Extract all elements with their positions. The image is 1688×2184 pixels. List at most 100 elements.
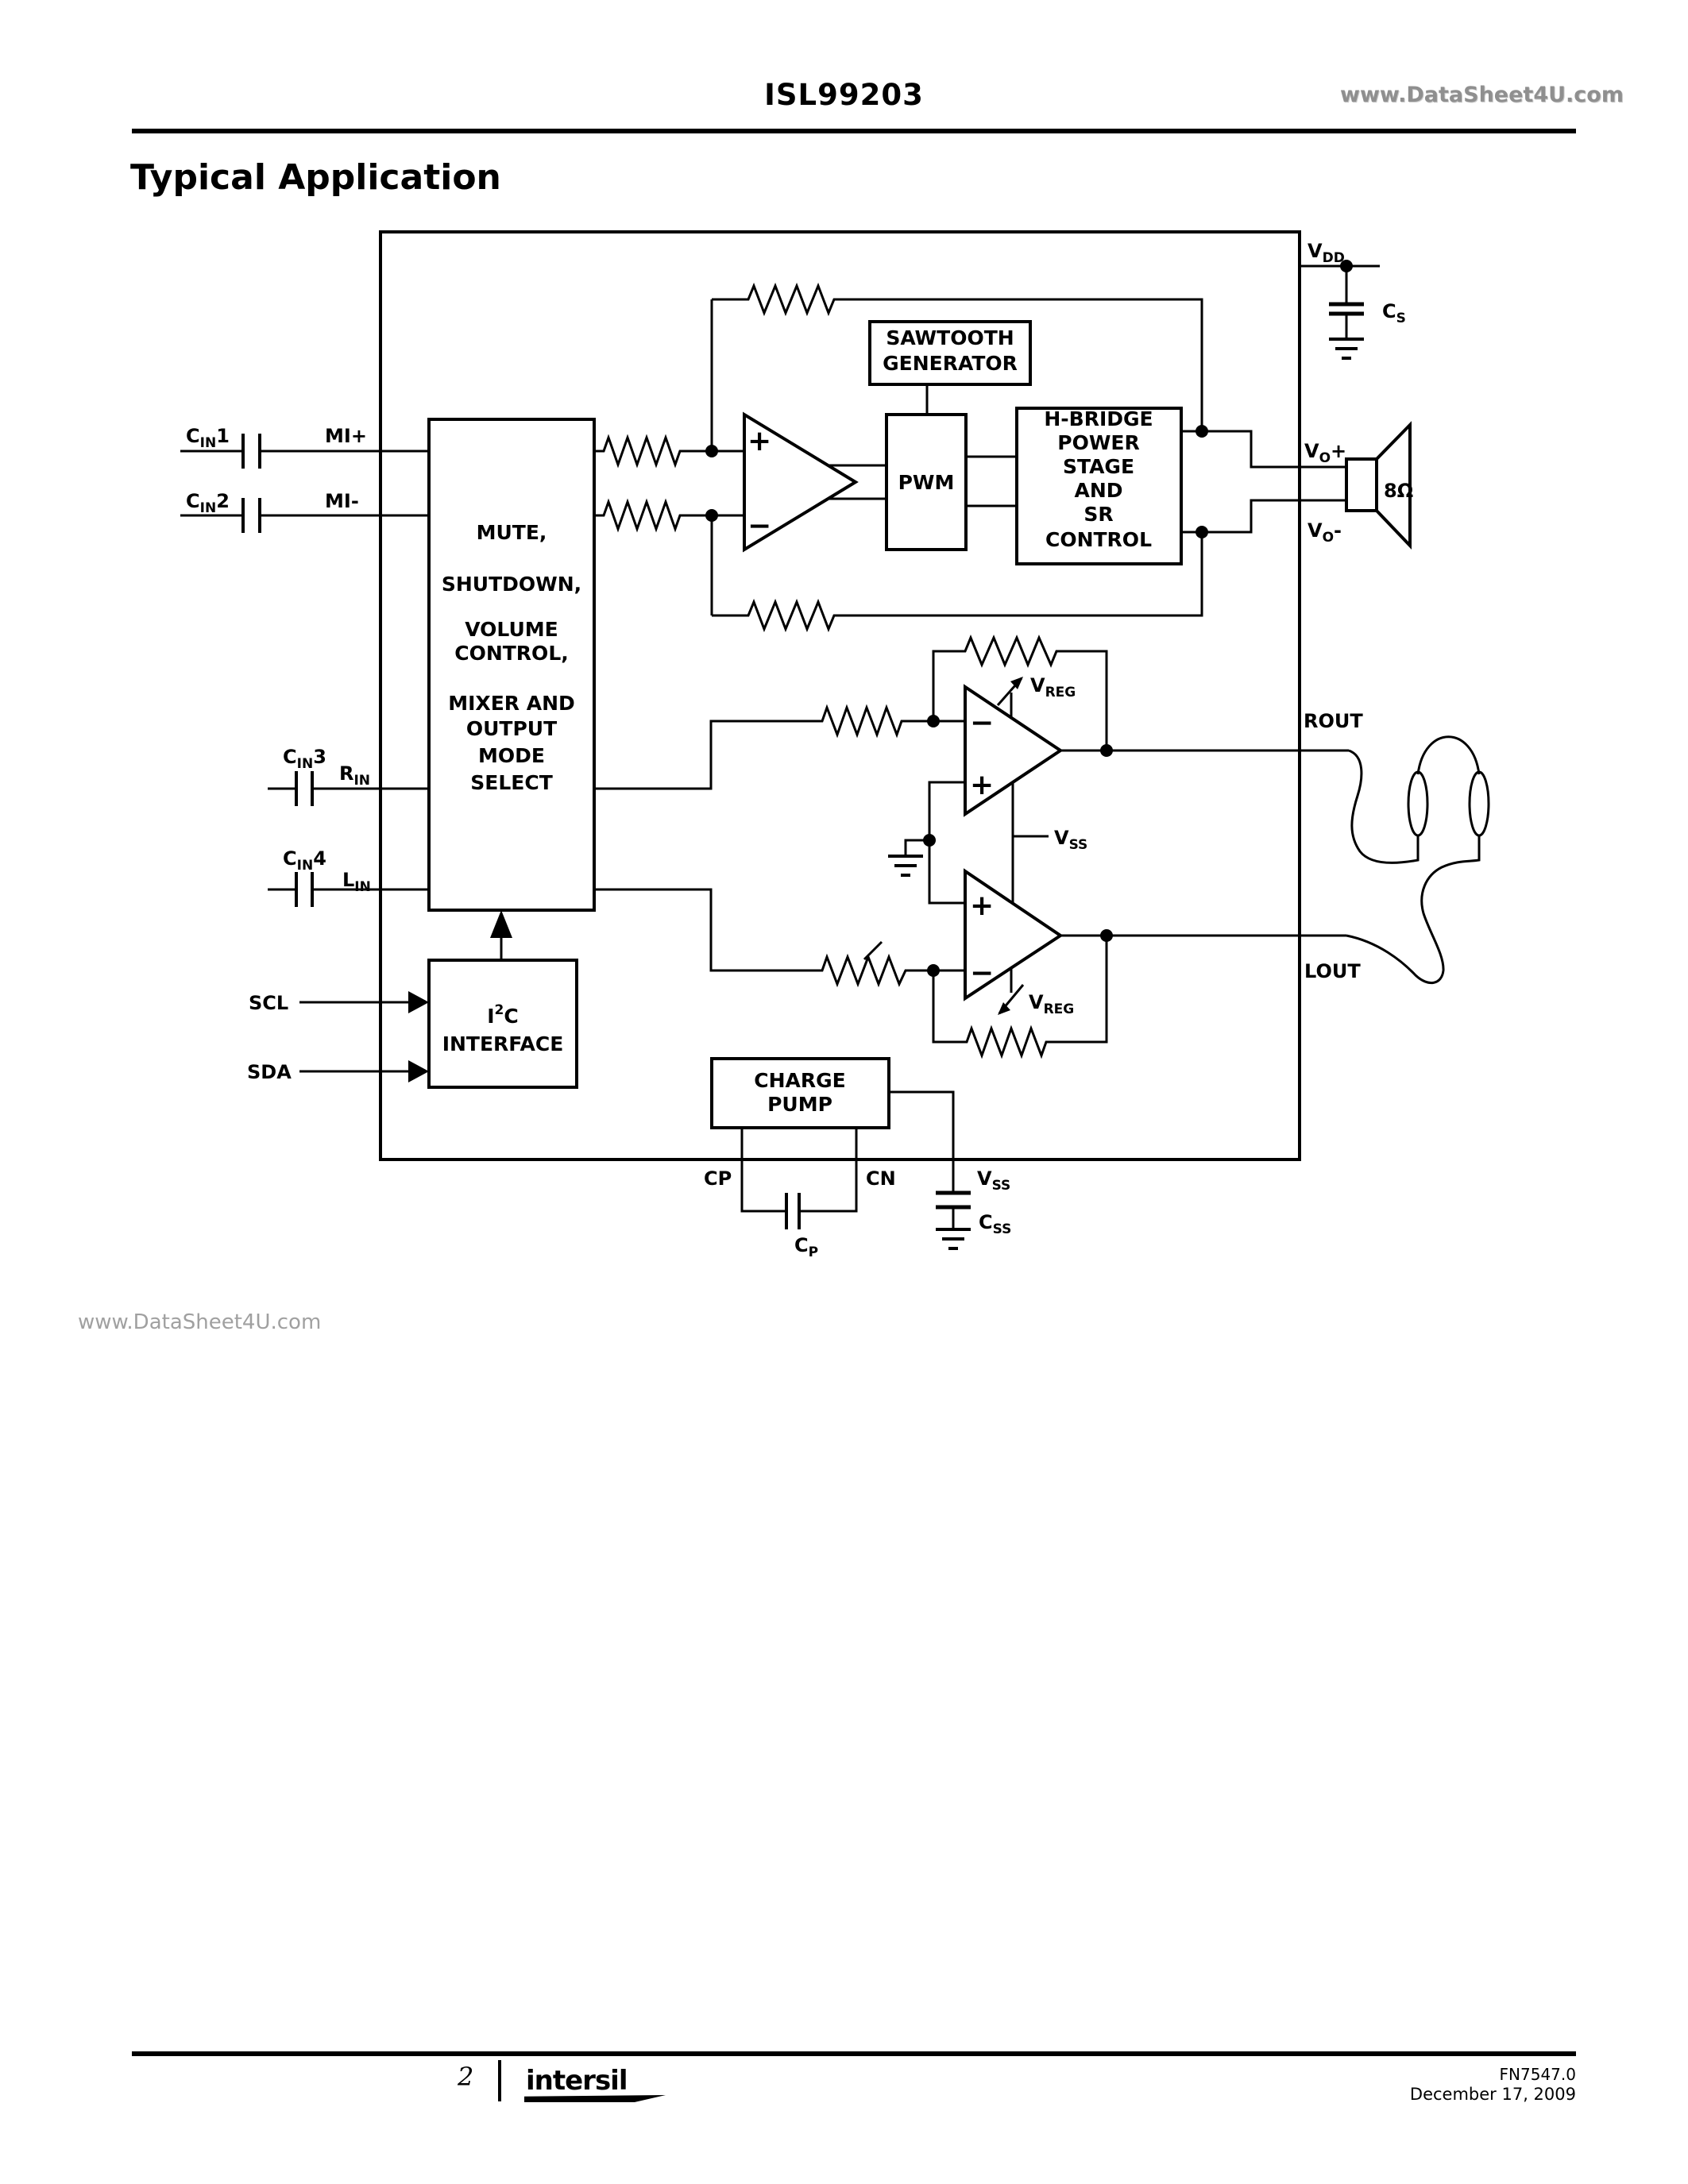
pwm-comparator: + − (743, 411, 859, 553)
lin-resistor-wire (594, 888, 965, 988)
bottom-feedback-resistor (712, 532, 1203, 633)
application-schematic: MUTE, SHUTDOWN, VOLUME CONTROL, MIXER AN… (180, 230, 1490, 1260)
svg-text:I2C: I2C (487, 1002, 519, 1028)
speaker (1345, 421, 1412, 550)
svg-text:INTERFACE: INTERFACE (442, 1032, 564, 1055)
speaker-impedance-label: 8Ω (1384, 480, 1413, 502)
sda-label: SDA (247, 1061, 292, 1083)
opamp-minus-input: − (970, 957, 994, 990)
header-watermark: www.DataSheet4U.com (1340, 83, 1624, 107)
resistor-adjust-mark (863, 940, 883, 961)
svg-text:CONTROL: CONTROL (1045, 528, 1152, 551)
scl-arrowhead (408, 991, 429, 1013)
rin-resistor-wire (594, 704, 965, 790)
speaker-body (1345, 457, 1378, 512)
comparator-triangle (743, 411, 859, 553)
lin-label: LIN (342, 869, 371, 895)
vdd-label: VDD (1308, 240, 1345, 266)
comparator-minus-input: − (747, 510, 771, 542)
cp-cap-label: CP (794, 1234, 818, 1260)
headphone-right-earbud (1468, 770, 1490, 837)
mi-plus-label: MI+ (325, 425, 367, 447)
vreg-bottom-arrowhead (998, 1002, 1010, 1015)
svg-text:PWM: PWM (898, 471, 955, 494)
css-cap-label: CSS (979, 1211, 1011, 1237)
svg-text:STAGE: STAGE (1063, 455, 1134, 478)
mi-minus-label: MI- (325, 490, 359, 512)
vreg-top-arrowhead (1010, 677, 1023, 689)
headphone-left-earbud (1407, 770, 1429, 837)
control-block-line: MODE (478, 744, 545, 767)
cin4-label: CIN4 (283, 847, 326, 874)
section-title: Typical Application (130, 157, 501, 198)
opamp-plus-input: + (970, 769, 994, 801)
footer-rule (132, 2051, 1576, 2056)
cin3-label: CIN3 (283, 746, 326, 772)
lout-cable (1346, 835, 1481, 984)
document-number: FN7547.0 (1499, 2065, 1576, 2084)
control-block-line: MUTE, (477, 521, 547, 544)
vss-mid-label: VSS (1054, 827, 1087, 853)
document-date: December 17, 2009 (1409, 2085, 1576, 2104)
svg-text:PUMP: PUMP (767, 1093, 832, 1116)
opamp-minus-input: − (970, 707, 994, 739)
control-block: MUTE, SHUTDOWN, VOLUME CONTROL, MIXER AN… (427, 418, 596, 912)
lout-label: LOUT (1304, 960, 1361, 982)
control-block-line: OUTPUT (466, 717, 557, 740)
sawtooth-generator-block: SAWTOOTH GENERATOR (868, 320, 1032, 386)
rout-cable (1348, 749, 1420, 864)
page-title: ISL99203 (764, 78, 924, 112)
page-watermark: www.DataSheet4U.com (78, 1310, 322, 1334)
control-block-line: MIXER AND (448, 692, 575, 715)
rout-feedback-resistor (932, 635, 1108, 751)
control-block-line: CONTROL, (454, 642, 569, 665)
headphone-band (1416, 735, 1481, 775)
i2c-arrowhead (490, 910, 512, 938)
scl-label: SCL (249, 992, 288, 1014)
vo-plus-wire (1181, 430, 1346, 469)
cin2-label: CIN2 (186, 490, 230, 516)
intersil-logo: intersil (526, 2065, 628, 2097)
svg-text:GENERATOR: GENERATOR (883, 352, 1018, 375)
lout-opamp: + − (964, 868, 1064, 1001)
vreg-bottom-label: VREG (1029, 991, 1074, 1017)
vreg-top-label: VREG (1030, 674, 1076, 700)
cs-label: CS (1382, 300, 1406, 326)
control-block-line: SHUTDOWN, (442, 573, 581, 596)
control-block-line: VOLUME (465, 618, 558, 641)
rin-label: RIN (339, 762, 370, 789)
cp-pin-label: CP (704, 1167, 732, 1190)
mi-plus-resistor (594, 434, 744, 469)
pin-labels: CIN1 MI+ CIN2 MI- CIN3 RIN CIN4 LIN SCL … (186, 240, 1413, 1260)
vo-plus-label: VO+ (1304, 440, 1346, 466)
headphones (1346, 735, 1490, 984)
opamp-triangle (964, 868, 1064, 1001)
junction-dots (705, 260, 1353, 977)
vss-bottom-label: VSS (977, 1167, 1010, 1194)
page-number: 2 (458, 2062, 474, 2092)
vo-minus-label: VO- (1308, 519, 1342, 546)
svg-text:CHARGE: CHARGE (754, 1069, 845, 1092)
footer-divider (498, 2060, 501, 2101)
opamp-plus-input: + (970, 889, 994, 922)
control-block-line: SELECT (470, 771, 553, 794)
header-rule (132, 129, 1576, 133)
svg-text:AND: AND (1074, 479, 1122, 502)
charge-pump-block: CHARGE PUMP (710, 1057, 890, 1129)
top-feedback-resistor (712, 282, 1203, 431)
pwm-block: PWM (885, 413, 968, 551)
comparator-plus-input: + (747, 425, 771, 457)
cn-pin-label: CN (866, 1167, 896, 1190)
hbridge-block: H-BRIDGE POWER STAGE AND SR CONTROL (1015, 407, 1183, 565)
cp-pin-wire (740, 1128, 786, 1213)
svg-text:H-BRIDGE: H-BRIDGE (1044, 407, 1153, 430)
arrowheads (408, 677, 1023, 1082)
mi-minus-resistor (594, 498, 744, 533)
svg-text:POWER: POWER (1057, 431, 1139, 454)
intersil-logo-swoosh (524, 2095, 666, 2102)
lout-feedback-resistor (932, 936, 1108, 1059)
cn-pin-wire (799, 1128, 858, 1213)
rout-label: ROUT (1304, 710, 1363, 732)
cin1-label: CIN1 (186, 425, 230, 451)
